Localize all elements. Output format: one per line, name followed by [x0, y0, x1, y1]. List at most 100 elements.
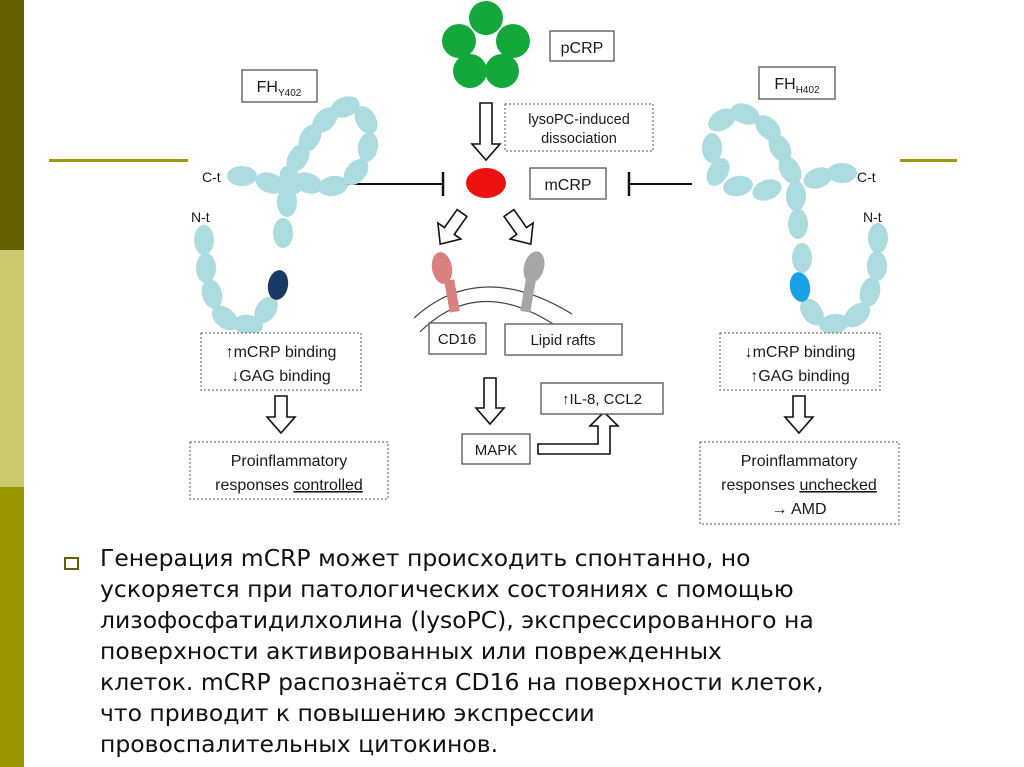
dissociation-label-line2: dissociation [541, 131, 617, 147]
pcrp-pentamer-icon [442, 1, 530, 88]
title-rule-left [49, 159, 188, 162]
right-outcome-line1: Proinflammatory [741, 453, 857, 470]
right-outcome-line2: responses unchecked [721, 477, 877, 494]
accent-bar-top [0, 0, 24, 250]
right-c-terminus-label: C-t [857, 169, 876, 185]
accent-bar-bottom [0, 487, 24, 767]
ccp-domain [354, 106, 378, 134]
ccp-domain [293, 172, 323, 194]
left-outcome-line1: Proinflammatory [231, 453, 347, 470]
pcrp-subunit [453, 54, 487, 88]
ccp-domain [868, 223, 888, 253]
lipid-rafts-label-box [504, 323, 623, 356]
right-binding-line1: ↓mCRP binding [745, 344, 856, 361]
arrow-to-cd16-icon [436, 208, 469, 246]
lipid-rafts-label: Lipid rafts [530, 332, 595, 349]
fh-h402-label-box [758, 66, 836, 100]
ccp-domain [859, 277, 881, 307]
ccp-domain-variant [267, 270, 289, 300]
membrane-outer [413, 286, 573, 319]
left-binding-box [200, 332, 362, 391]
right-n-terminus-label: N-t [863, 209, 882, 225]
ccp-domain [792, 243, 812, 273]
ccp-domain-variant [789, 272, 811, 302]
factor-h-h402-chain-icon [702, 103, 888, 335]
ccp-domain [723, 175, 753, 197]
cd16-label-box [428, 322, 487, 355]
ccp-domain [786, 181, 806, 211]
ccp-domain [819, 313, 849, 335]
pcrp-label-box [549, 30, 615, 62]
ccp-domain [211, 305, 239, 331]
ccp-domain [752, 179, 782, 201]
left-n-terminus-label: N-t [191, 209, 210, 225]
ccp-domain [702, 133, 722, 163]
ccp-domain [778, 156, 802, 184]
pcrp-subunit [485, 54, 519, 88]
crp-factor-h-diagram: pCRP lysoPC-induced dissociation mCRP CD… [189, 1, 900, 525]
fh-h402-label: FHH402 [774, 76, 820, 96]
pcrp-subunit [496, 24, 530, 58]
left-outcome-arrow-icon [265, 395, 297, 435]
dissociation-box [504, 103, 654, 152]
right-outcome-box [699, 441, 900, 525]
arrow-to-cytokines-icon [537, 410, 620, 455]
left-binding-line1: ↑mCRP binding [226, 344, 337, 361]
body-line: ускоряется при патологических состояниях… [100, 575, 794, 603]
ccp-domain [273, 218, 293, 248]
right-binding-line2: ↑GAG binding [750, 368, 850, 385]
ccp-domain [827, 163, 857, 183]
mapk-label-box [461, 433, 531, 465]
dissociation-label-line1: lysoPC-induced [528, 112, 630, 128]
ccp-domain [194, 225, 214, 255]
ccp-domain [312, 107, 338, 133]
dissociation-arrow-icon [470, 102, 502, 162]
body-line: провоспалительных цитокинов. [100, 730, 499, 758]
body-line: Генерация mCRP может происходить спонтан… [100, 544, 751, 572]
membrane-inner [419, 300, 563, 333]
body-paragraph: Генерация mCRP может происходить спонтан… [100, 543, 1000, 760]
ccp-domain [201, 279, 223, 309]
body-line: поверхности активированных или поврежден… [100, 637, 722, 665]
ccp-domain [357, 132, 379, 162]
pcrp-label: pCRP [561, 40, 604, 57]
ccp-domain [788, 209, 808, 239]
pcrp-subunit [469, 1, 503, 35]
left-outcome-box [189, 441, 389, 500]
ccp-domain [708, 108, 736, 132]
left-outcome-line2: responses controlled [215, 477, 363, 494]
right-outcome-line3: → AMD [771, 501, 826, 518]
ccp-domain [196, 253, 216, 283]
factor-h-y402-chain-icon [194, 96, 379, 336]
ccp-domain [227, 166, 257, 186]
ccp-domain [730, 103, 760, 125]
bullet-square-icon [64, 557, 79, 570]
mcrp-monomer-icon [466, 168, 506, 198]
left-c-terminus-label: C-t [202, 169, 221, 185]
fh-y402-label-box [241, 69, 318, 103]
accent-bar-middle [0, 250, 24, 487]
ccp-domain [867, 251, 887, 281]
lipid-raft-receptor-icon [520, 251, 545, 313]
body-line: лизофосфатидилхолина (lysoPC), экспресси… [100, 606, 814, 634]
ccp-domain [277, 187, 297, 217]
ccp-domain [843, 302, 871, 328]
ccp-domain [254, 296, 278, 324]
arrow-to-mapk-icon [474, 377, 506, 426]
inhibition-right-icon [627, 172, 692, 196]
fh-y402-label: FHY402 [257, 79, 302, 99]
title-rule-right [900, 159, 957, 162]
cytokines-label: ↑IL-8, CCL2 [562, 391, 642, 408]
ccp-domain [330, 96, 360, 118]
mcrp-label: mCRP [544, 177, 591, 194]
arrow-to-lipid-rafts-icon [502, 208, 535, 246]
body-line: клеток. mCRP распознаётся CD16 на поверх… [100, 668, 824, 696]
mapk-label: MAPK [475, 442, 518, 459]
ccp-domain [343, 158, 369, 186]
pcrp-subunit [442, 24, 476, 58]
ccp-domain [255, 172, 285, 194]
ccp-domain [706, 158, 730, 186]
right-outcome-arrow-icon [783, 395, 815, 435]
ccp-domain [803, 167, 833, 189]
ccp-domain [800, 298, 824, 326]
